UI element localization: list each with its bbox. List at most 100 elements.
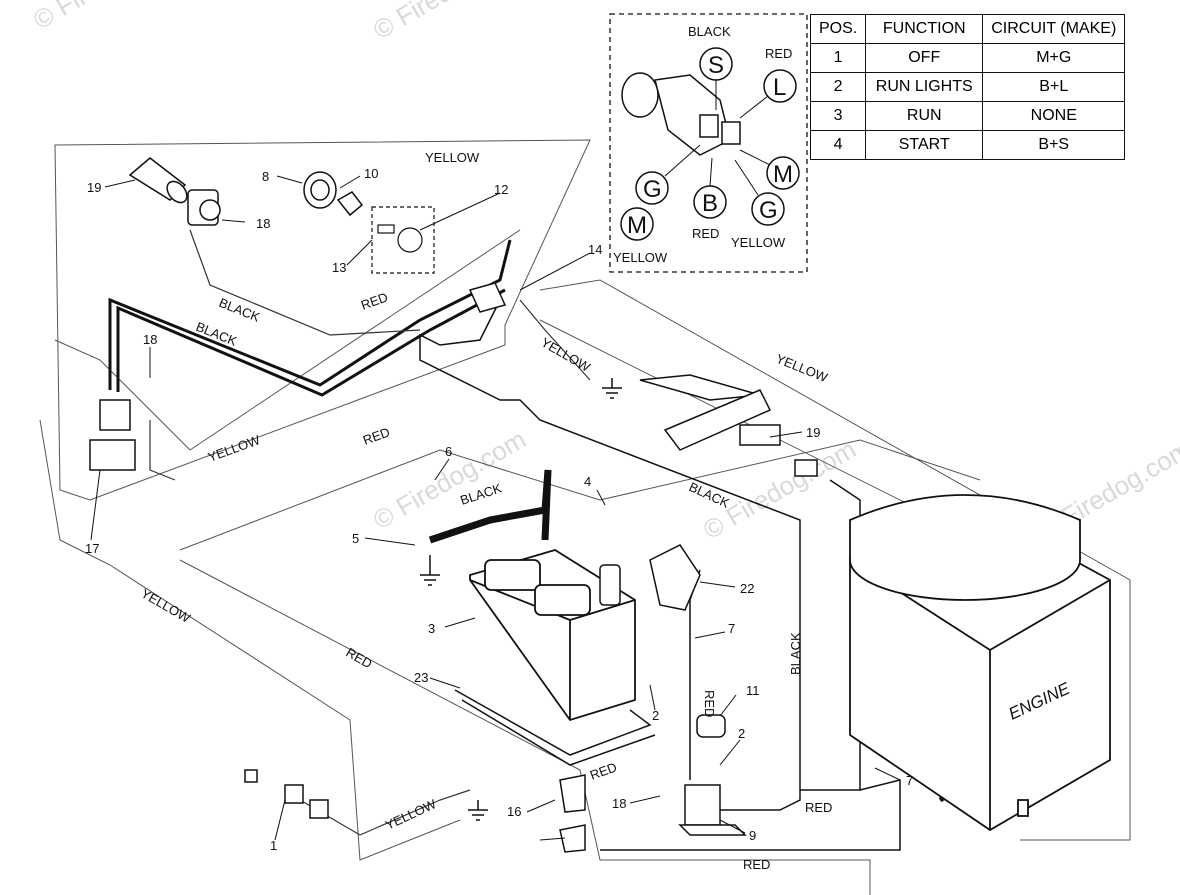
wire-label-yellow: YELLOW bbox=[139, 586, 194, 626]
table-cell: RUN bbox=[865, 101, 984, 131]
table-header: FUNCTION bbox=[865, 14, 984, 44]
ignition-switch-small bbox=[371, 206, 435, 274]
part-number: 18 bbox=[612, 796, 626, 811]
engine bbox=[849, 494, 1111, 832]
switch-detail-box bbox=[609, 13, 808, 273]
watermark: © Firedog.com bbox=[368, 0, 531, 45]
wire-label-red: RED bbox=[805, 800, 832, 815]
table-cell: 3 bbox=[809, 101, 867, 131]
wire-label-red: RED bbox=[344, 645, 375, 672]
part-number: 2 bbox=[738, 726, 745, 741]
part-number: 18 bbox=[143, 332, 157, 347]
part-number: 2 bbox=[652, 708, 659, 723]
battery bbox=[469, 549, 636, 722]
table-row: 3 RUN NONE bbox=[809, 101, 1126, 131]
table-cell: B+L bbox=[982, 72, 1126, 102]
wire-label-red: RED bbox=[743, 857, 770, 872]
seat-switch bbox=[89, 399, 136, 471]
part-number: 13 bbox=[332, 260, 346, 275]
part-number: 5 bbox=[352, 531, 359, 546]
part-number: 9 bbox=[749, 828, 756, 843]
table-row: 4 START B+S bbox=[809, 130, 1126, 160]
switch-wire-label: BLACK bbox=[688, 24, 731, 39]
table-cell: OFF bbox=[865, 43, 984, 73]
black-wire-harness bbox=[108, 239, 512, 397]
part-number: 23 bbox=[414, 670, 428, 685]
terminal-g: G bbox=[643, 176, 662, 203]
fuse-holder-16 bbox=[559, 774, 586, 853]
wire-label-yellow: YELLOW bbox=[383, 796, 439, 833]
wire-label-yellow: YELLOW bbox=[774, 351, 831, 385]
part-number: 11 bbox=[746, 683, 760, 698]
part-number: 22 bbox=[740, 581, 754, 596]
table-cell: NONE bbox=[982, 101, 1126, 131]
watermark: © Firedog.com bbox=[28, 0, 191, 35]
part-number: 3 bbox=[428, 621, 435, 636]
part-number: 14 bbox=[588, 242, 602, 257]
terminal-cover-11 bbox=[696, 714, 726, 738]
ground-symbol bbox=[420, 378, 622, 821]
switch-wire-label: YELLOW bbox=[731, 235, 786, 250]
part-number: 8 bbox=[262, 169, 269, 184]
table-cell: RUN LIGHTS bbox=[865, 72, 984, 102]
terminal-m: M bbox=[773, 161, 793, 188]
wire-label-black: BLACK bbox=[217, 295, 262, 325]
terminal-s: S bbox=[708, 52, 724, 79]
wire-label-yellow: YELLOW bbox=[539, 335, 594, 375]
switch-terminal-leaders bbox=[664, 80, 771, 196]
wire-label-red: RED bbox=[359, 289, 390, 312]
connector-14 bbox=[468, 282, 507, 313]
table-cell: 4 bbox=[809, 130, 867, 160]
table-row: 2 RUN LIGHTS B+L bbox=[809, 72, 1126, 102]
solenoid-boot bbox=[599, 544, 701, 611]
table-header-row: POS. FUNCTION CIRCUIT (MAKE) bbox=[809, 14, 1126, 44]
part-number: 10 bbox=[364, 166, 378, 181]
part-number: 18 bbox=[256, 216, 270, 231]
table-cell: 1 bbox=[809, 43, 867, 73]
terminal-l: L bbox=[773, 74, 786, 101]
switch-function-table: POS. FUNCTION CIRCUIT (MAKE) 1 OFF M+G 2… bbox=[809, 14, 1126, 160]
table-row: 1 OFF M+G bbox=[809, 43, 1126, 73]
table-cell: START bbox=[865, 130, 984, 160]
table-header: POS. bbox=[809, 14, 867, 44]
headlight-bulb bbox=[128, 157, 188, 204]
part-number: 7 bbox=[906, 773, 913, 788]
part-number: 1 bbox=[270, 838, 277, 853]
wire-label-red: RED bbox=[588, 759, 619, 782]
switch-wire-label: RED bbox=[765, 46, 792, 61]
terminal-g: G bbox=[759, 197, 778, 224]
part-number: 17 bbox=[85, 541, 99, 556]
part-number: 6 bbox=[445, 444, 452, 459]
part-number: 19 bbox=[87, 180, 101, 195]
wire-label-yellow: YELLOW bbox=[425, 150, 480, 165]
wire-label-black: BLACK bbox=[788, 632, 803, 675]
bracket-19 bbox=[639, 374, 818, 477]
switch-wire-label: YELLOW bbox=[613, 250, 668, 265]
switch-terminals bbox=[620, 47, 800, 241]
battery-tray bbox=[454, 689, 656, 766]
wire-label-yellow: YELLOW bbox=[206, 432, 263, 465]
harness-1 bbox=[244, 769, 329, 819]
table-header: CIRCUIT (MAKE) bbox=[982, 14, 1126, 44]
battery-cable bbox=[428, 469, 552, 544]
table-cell: M+G bbox=[982, 43, 1126, 73]
wire-label-black: BLACK bbox=[687, 479, 732, 511]
switch-wire-label: RED bbox=[692, 226, 719, 241]
table-cell: 2 bbox=[809, 72, 867, 102]
solenoid bbox=[678, 784, 747, 836]
yellow-wire bbox=[149, 229, 591, 836]
leader-lines bbox=[90, 175, 901, 841]
key-switch-drawing bbox=[621, 72, 741, 156]
part-number: 12 bbox=[494, 182, 508, 197]
terminal-m: M bbox=[627, 212, 647, 239]
switch-bezel bbox=[303, 171, 364, 217]
part-number: 16 bbox=[507, 804, 521, 819]
part-number: 4 bbox=[584, 474, 591, 489]
wire-label-red: RED bbox=[702, 690, 717, 717]
table-cell: B+S bbox=[982, 130, 1126, 160]
part-number: 19 bbox=[806, 425, 820, 440]
light-socket bbox=[187, 189, 221, 226]
wire-label-red: RED bbox=[361, 424, 392, 447]
part-number: 7 bbox=[728, 621, 735, 636]
